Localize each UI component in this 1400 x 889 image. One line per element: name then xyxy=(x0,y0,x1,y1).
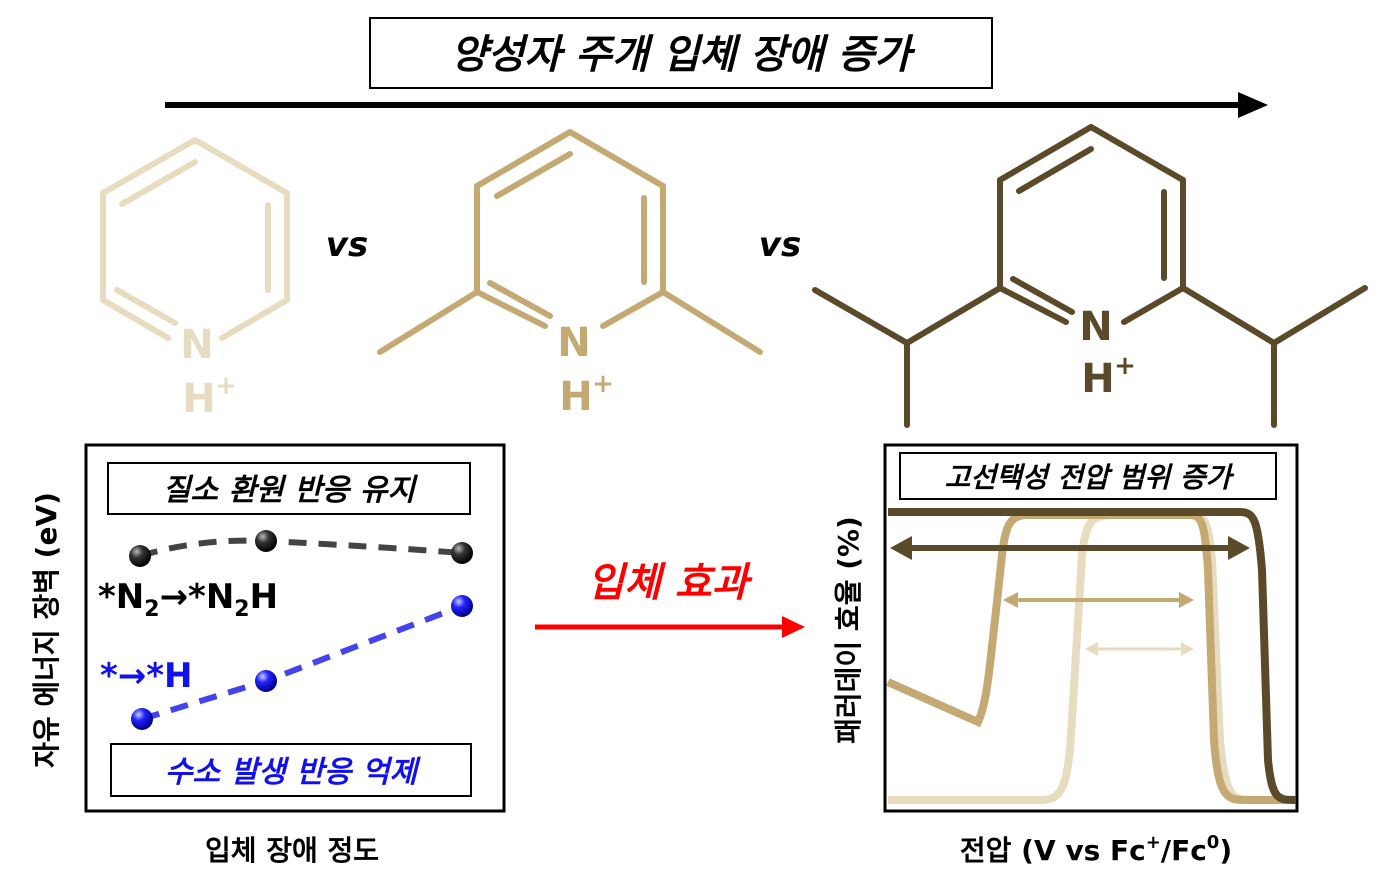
header-title: 양성자 주개 입체 장애 증가 xyxy=(451,32,916,78)
header-title-box xyxy=(369,17,993,89)
h-point-3 xyxy=(451,595,473,617)
header-arrow-head xyxy=(1238,92,1268,118)
left-ylabel: 자유 에너지 장벽 (eV) xyxy=(30,492,63,768)
n2-point-1 xyxy=(129,545,151,567)
range-arrow-lutidinium xyxy=(1003,592,1194,608)
n2-reaction-label: *N2→*N2H xyxy=(98,577,278,622)
h-reaction-label: *→*H xyxy=(100,656,193,696)
vs-left: vs xyxy=(326,225,368,265)
lutidinium-n: N xyxy=(557,320,590,366)
pyridinium-plus: + xyxy=(215,371,237,401)
her-label-box xyxy=(110,743,472,797)
fe-curve-diisopropyl xyxy=(888,508,1297,804)
pyridinium-h: H xyxy=(182,376,215,422)
diisopropylpyridinium-h: H xyxy=(1081,356,1114,402)
nrr-label: 질소 환원 반응 유지 xyxy=(163,473,419,508)
n2-point-3 xyxy=(451,542,473,564)
steric-effect-label: 입체 효과 xyxy=(587,560,752,606)
pyridinium-structure xyxy=(100,137,290,341)
lutidinium-h: H xyxy=(559,374,592,420)
range-arrow-pyridinium xyxy=(1085,642,1194,656)
n2-point-2 xyxy=(255,530,277,552)
selectivity-label-box xyxy=(899,452,1277,500)
right-ylabel: 패러데이 효율 (%) xyxy=(832,516,865,744)
selectivity-label: 고선택성 전압 범위 증가 xyxy=(945,461,1235,494)
lutidinium-structure xyxy=(377,129,763,355)
right-xlabel: 전압 (V vs Fc+/Fc0) xyxy=(960,832,1232,867)
diisopropylpyridinium-plus: + xyxy=(1114,351,1136,381)
left-xlabel: 입체 장애 정도 xyxy=(205,834,379,867)
diisopropylpyridinium-n: N xyxy=(1079,304,1112,350)
her-label: 수소 발생 반응 억제 xyxy=(165,755,422,790)
h-point-2 xyxy=(255,670,277,692)
h-point-1 xyxy=(131,708,153,730)
nrr-label-box xyxy=(107,462,471,515)
steric-effect-arrow-head xyxy=(782,616,805,638)
lutidinium-plus: + xyxy=(592,369,614,399)
range-arrow-diisopropyl xyxy=(890,536,1250,560)
right-panel-frame xyxy=(883,443,1299,813)
vs-right: vs xyxy=(759,225,801,265)
pyridinium-n: N xyxy=(180,322,213,368)
diisopropylpyridinium-structure xyxy=(812,124,1368,428)
